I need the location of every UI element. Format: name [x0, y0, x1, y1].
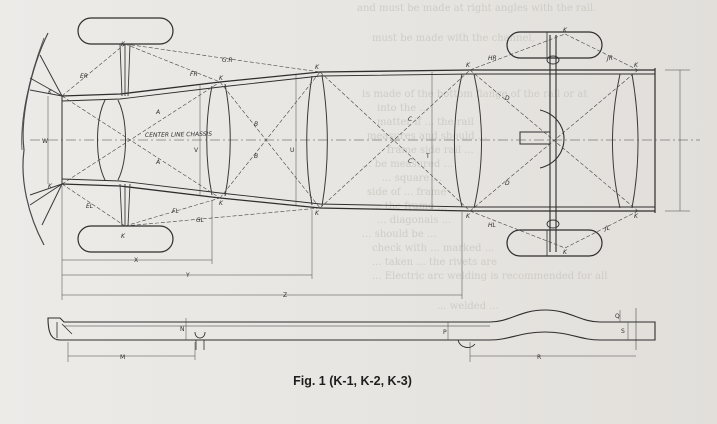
- figure-caption-text: Fig. 1 (K-1, K-2, K-3): [293, 374, 412, 388]
- length-dimensions: [61, 186, 463, 300]
- axle-hub-upper: [546, 55, 560, 65]
- point-k-label: K: [48, 183, 53, 190]
- diagonal-gl-label: GL: [196, 217, 204, 224]
- dimension-x-label: X: [134, 257, 138, 264]
- front-upper-spring: [119, 43, 131, 97]
- diagonal-fr-label: FR: [190, 71, 198, 78]
- point-k-label: K: [563, 249, 568, 256]
- diagonal-b-label: B: [254, 153, 258, 160]
- point-k-label: K: [315, 210, 320, 217]
- diagonal-hl-label: HL: [488, 222, 496, 229]
- point-k-label: K: [48, 89, 53, 96]
- bleed-text-line: measures and should ...: [367, 131, 488, 142]
- upper-side-rail-inner: [61, 73, 655, 102]
- dimension-w-label: W: [42, 138, 48, 145]
- diagonal-jr-label: JR: [606, 55, 613, 62]
- rear-lower-wheel: [506, 229, 603, 257]
- point-k-label: K: [219, 200, 224, 207]
- bleed-text-line: ... welded ...: [437, 301, 499, 312]
- dimension-p-label: P: [443, 329, 447, 336]
- front-lower-wheel: [77, 225, 174, 253]
- front-bumper-edge: [21, 37, 45, 151]
- bleed-text-line: matter if ... the rail: [377, 117, 474, 128]
- diagonal-b-label: B: [254, 121, 258, 128]
- diagonal-c-label: C: [408, 158, 413, 165]
- point-k-label: K: [121, 233, 126, 240]
- bleed-text-line: ... taken ... the rivets are: [372, 257, 498, 268]
- bleed-text-line: check with ... marked ...: [372, 243, 495, 254]
- lower-side-rail-inner: [61, 178, 655, 208]
- rear-upper-wheel: [506, 31, 603, 59]
- bleed-text-line: frame side rail ...: [387, 145, 474, 156]
- chassis-frame-diagram: K K K K K K K K K K K K K K ER FR G.R HR…: [21, 17, 700, 362]
- rear-crossmember: [612, 73, 639, 209]
- dimension-m-label: M: [120, 354, 125, 361]
- bleed-text-line: ... be measured ...: [362, 159, 453, 170]
- bleed-text-line: ... should be ...: [362, 229, 437, 240]
- center-line-label: CENTER LINE CHASSIS: [145, 131, 212, 139]
- front-lower-spring: [119, 183, 131, 227]
- bleed-through-text: and must be made at right angles with th…: [317, 0, 717, 424]
- fourth-crossmember: [454, 73, 482, 209]
- point-k-label: K: [219, 75, 224, 82]
- axle-hub-lower: [546, 219, 560, 229]
- dimension-v-label: V: [194, 147, 199, 154]
- diagonal-lines: [61, 33, 639, 249]
- dimension-s-label: S: [621, 328, 625, 335]
- bumper-bracket-lower: [29, 183, 63, 226]
- lower-side-rail: [61, 183, 655, 212]
- diagonal-fl-label: FL: [172, 208, 179, 215]
- bleed-text-line: is made of the bottom flange of the rail…: [362, 89, 588, 100]
- bumper-bracket-upper: [29, 54, 63, 97]
- diagonal-d-label: D: [505, 180, 510, 187]
- diagonal-el-label: EL: [86, 203, 93, 210]
- third-crossmember: [306, 74, 328, 207]
- diagonal-a-label: A: [155, 109, 160, 116]
- point-k-label: K: [466, 62, 471, 69]
- side-view-dimensions: [67, 310, 636, 362]
- dimension-r-label: R: [537, 354, 541, 361]
- point-k-label: K: [563, 27, 568, 34]
- dimension-t-label: T: [425, 153, 430, 160]
- point-k-label: K: [315, 64, 320, 71]
- dimension-z-label: Z: [283, 292, 287, 299]
- front-bumper: [22, 32, 49, 246]
- point-k-label: K: [634, 213, 639, 220]
- dimension-q-label: Q: [615, 313, 620, 320]
- dimension-u-label: U: [290, 147, 294, 154]
- dimension-y-label: Y: [185, 272, 190, 279]
- diagonal-hr-label: HR: [488, 55, 497, 62]
- bleed-text-line: must be made with the channel,: [372, 33, 535, 44]
- point-k-label: K: [466, 213, 471, 220]
- bleed-text-line: ... diagonals ...: [377, 215, 452, 226]
- upper-side-rail: [61, 69, 655, 97]
- figure-caption: Fig. 1 (K-1, K-2, K-3): [0, 374, 717, 388]
- bleed-text-line: ... Electric arc welding is recommended …: [372, 271, 608, 282]
- drive-shaft-flange: [519, 131, 551, 145]
- diagonal-d-label: D: [505, 95, 510, 102]
- diagonal-a-label: A: [155, 159, 160, 166]
- bleed-text-line: and must be made at right angles with th…: [357, 3, 597, 14]
- point-k-label: K: [121, 41, 126, 48]
- bleed-text-line: ... the frame ...: [372, 201, 447, 212]
- front-upper-wheel: [77, 17, 174, 45]
- point-k-label: K: [634, 62, 639, 69]
- differential-housing: [539, 109, 565, 169]
- diagonal-gr-label: G.R: [222, 57, 233, 64]
- bleed-text-line: ... square ...: [382, 173, 443, 184]
- rear-axle: [549, 35, 557, 252]
- diagonal-er-label: ER: [80, 73, 88, 80]
- bleed-text-line: into the ...: [377, 103, 429, 114]
- side-view-frame: [47, 308, 656, 350]
- diagonal-jl-label: JL: [604, 225, 610, 232]
- bleed-text-line: side of ... frame: [367, 187, 447, 198]
- diagonal-c-label: C: [408, 116, 413, 123]
- dimension-n-label: N: [180, 326, 185, 333]
